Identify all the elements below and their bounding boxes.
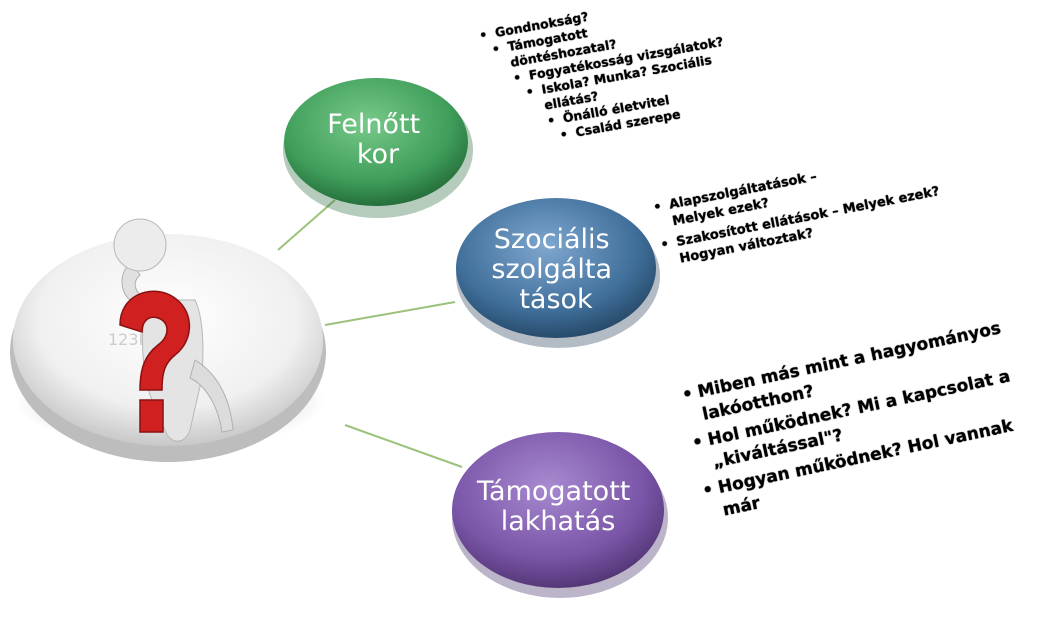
connectors <box>277 199 463 468</box>
node-felnott: Felnőtt kor <box>283 78 473 218</box>
node-lakhatas-line-1: Támogatott <box>476 476 630 507</box>
node-szocialis-line-2: szolgálta <box>491 254 612 285</box>
thinking-figure-icon <box>113 218 234 442</box>
connector-felnott <box>277 199 336 251</box>
node-szocialis: Szociális szolgálta tások <box>456 198 660 348</box>
node-lakhatas-line-2: lakhatás <box>501 506 616 537</box>
svg-text:Támogatott lakhatás: Támogatott lakhatás <box>476 476 639 537</box>
svg-text:Felnőtt kor: Felnőtt kor <box>327 109 429 170</box>
svg-text:Szociális szolgálta: Szociális szolgálta tások <box>491 224 620 315</box>
connector-szocialis <box>324 301 456 326</box>
node-szocialis-line-3: tások <box>519 284 593 315</box>
node-lakhatas: Támogatott lakhatás <box>452 432 668 598</box>
node-felnott-line-2: kor <box>357 139 400 170</box>
node-szocialis-line-1: Szociális <box>494 224 610 255</box>
connector-lakhatas <box>344 424 463 468</box>
node-felnott-line-1: Felnőtt <box>327 109 420 140</box>
